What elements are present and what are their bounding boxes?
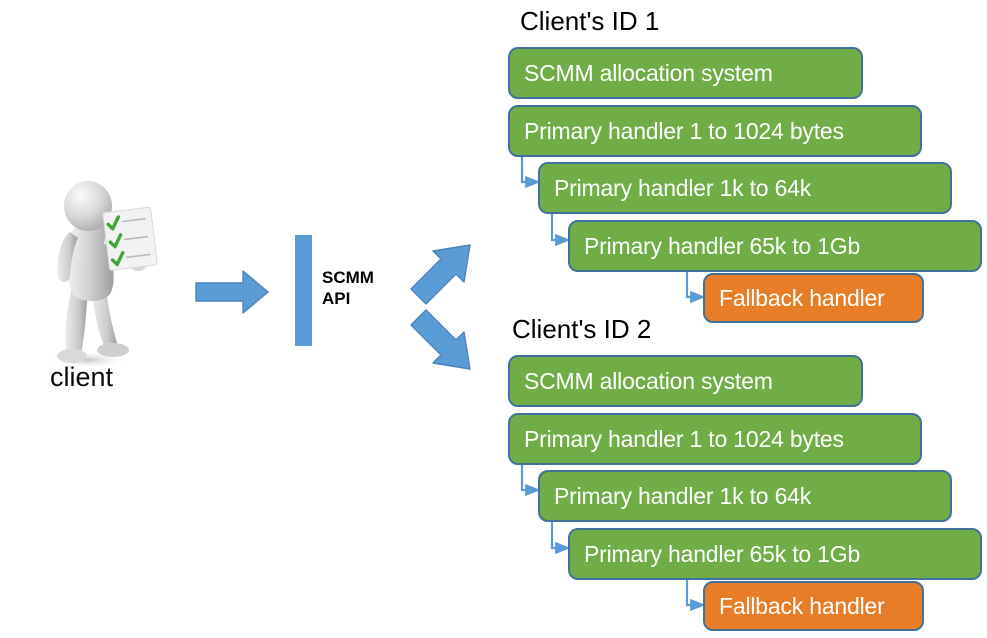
scmm-api-bar-icon: [295, 235, 312, 346]
node-primary-handler-1k-64k-1[interactable]: Primary handler 1k to 64k: [538, 162, 952, 214]
node-label: SCMM allocation system: [524, 59, 773, 86]
node-fallback-handler-2[interactable]: Fallback handler: [703, 581, 924, 631]
client-figure-icon: [46, 181, 158, 369]
group-title-client-id-1: Client's ID 1: [520, 6, 660, 36]
group-title-client-id-2: Client's ID 2: [512, 314, 652, 344]
node-primary-handler-1-1024-1[interactable]: Primary handler 1 to 1024 bytes: [508, 105, 922, 157]
scmm-api-label-line1: SCMM: [322, 268, 374, 287]
node-label: Primary handler 65k to 1Gb: [584, 232, 861, 259]
node-primary-handler-1k-64k-2[interactable]: Primary handler 1k to 64k: [538, 470, 952, 522]
arrow-api-to-group1-icon: [410, 244, 471, 305]
arrow-api-to-group2-icon: [410, 309, 471, 370]
node-scmm-allocation-system-2[interactable]: SCMM allocation system: [508, 355, 863, 407]
node-primary-handler-65k-1gb-2[interactable]: Primary handler 65k to 1Gb: [568, 528, 982, 580]
node-fallback-handler-1[interactable]: Fallback handler: [703, 273, 924, 323]
scmm-api-label: SCMM API: [322, 267, 374, 310]
node-primary-handler-65k-1gb-1[interactable]: Primary handler 65k to 1Gb: [568, 220, 982, 272]
arrow-client-to-api-icon: [195, 270, 269, 314]
connector-group-2: [520, 463, 706, 612]
node-label: Primary handler 1k to 64k: [554, 174, 812, 201]
client-label: client: [50, 362, 114, 392]
node-label: Fallback handler: [719, 592, 885, 619]
node-label: Primary handler 1 to 1024 bytes: [524, 117, 844, 144]
node-label: Primary handler 1 to 1024 bytes: [524, 425, 844, 452]
scmm-api-label-line2: API: [322, 289, 351, 309]
node-label: Primary handler 65k to 1Gb: [584, 540, 861, 567]
node-primary-handler-1-1024-2[interactable]: Primary handler 1 to 1024 bytes: [508, 413, 922, 465]
node-label: Primary handler 1k to 64k: [554, 482, 812, 509]
node-scmm-allocation-system-1[interactable]: SCMM allocation system: [508, 47, 863, 99]
node-label: SCMM allocation system: [524, 367, 773, 394]
node-label: Fallback handler: [719, 284, 885, 311]
connector-group-1: [520, 155, 706, 304]
